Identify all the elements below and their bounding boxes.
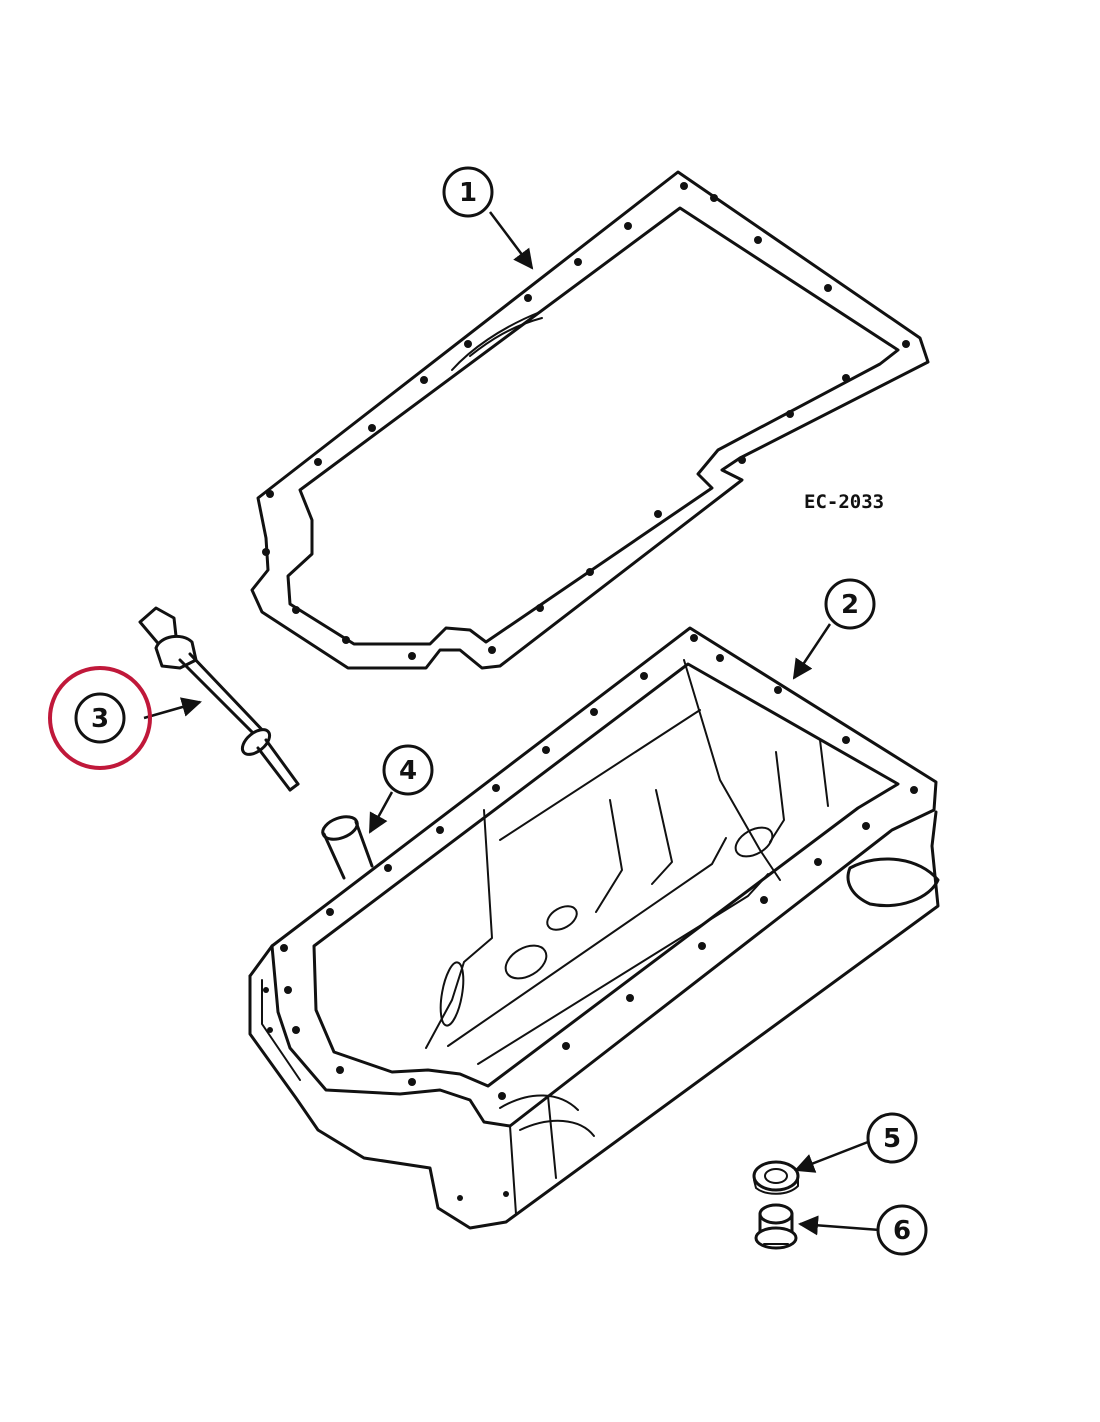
oil-pan-bolt-holes <box>263 634 918 1201</box>
dipstick-tube-part <box>321 815 374 880</box>
callout-4: 4 <box>382 744 434 796</box>
oil-pan-part <box>248 626 940 1230</box>
drain-plug-part <box>754 1203 798 1250</box>
callout-5: 5 <box>866 1112 918 1164</box>
washer-part <box>752 1160 800 1195</box>
svg-text:4: 4 <box>399 756 417 786</box>
svg-text:3: 3 <box>91 704 109 734</box>
gasket-part <box>250 170 930 670</box>
callout-2: 2 <box>824 578 876 630</box>
callout-3: 3 <box>48 666 152 770</box>
leader-arrows <box>143 211 881 1236</box>
dipstick-part <box>138 606 300 792</box>
svg-text:2: 2 <box>841 590 859 620</box>
svg-text:5: 5 <box>883 1124 901 1154</box>
svg-text:6: 6 <box>893 1216 911 1246</box>
callout-3-highlight-ring <box>48 666 152 770</box>
drawing-code-label: EC-2033 <box>804 491 884 513</box>
callout-1: 1 <box>442 166 494 218</box>
callout-6: 6 <box>876 1204 928 1256</box>
gasket-bolt-holes <box>262 182 910 660</box>
svg-text:1: 1 <box>459 178 477 208</box>
